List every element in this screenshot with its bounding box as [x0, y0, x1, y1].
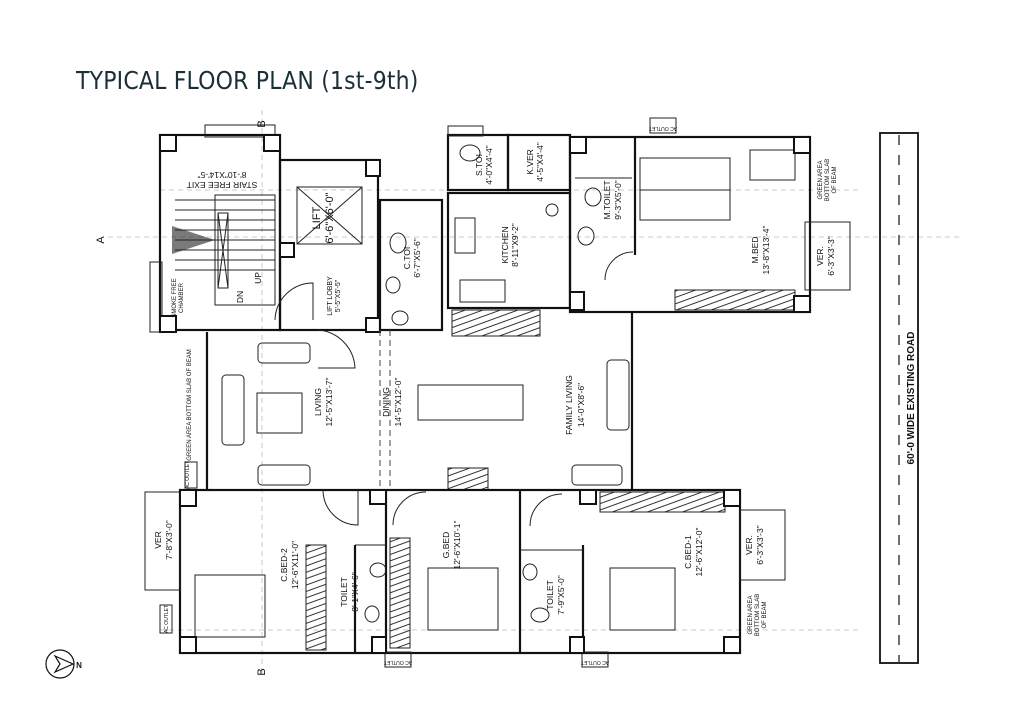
ver-cbed1-size: 6'-3"X3'-3"	[755, 525, 765, 565]
living-dining-area	[184, 312, 634, 491]
section-marker-b-top: B	[256, 120, 268, 127]
ver-mbed-size: 6'-3"X3'-3"	[826, 236, 836, 276]
ac-outlet-label-living: AC OUTLET	[185, 461, 191, 489]
toilet-1-label: TOILET	[339, 577, 349, 607]
compass-label: N	[76, 661, 82, 670]
c-bed1-label: C.BED-1	[683, 535, 693, 569]
s-toi-label: S.TOI	[474, 154, 484, 176]
smoke-chamber-label-2: CHAMBER	[179, 282, 185, 313]
lift-core	[274, 158, 444, 333]
k-ver-size: 4'-5"X4'-4"	[535, 142, 545, 182]
ver-cbed2-label: VER	[153, 531, 163, 548]
s-toi-size: 4'-0"X4'-4"	[484, 145, 494, 185]
green-area-label-2: BOTTOM SLAB	[825, 159, 831, 202]
toilet-2-label: TOILET	[545, 580, 555, 610]
family-living-label: FAMILY LIVING	[564, 375, 574, 435]
lift-lobby-label: LIFT LOBBY	[327, 276, 334, 316]
ver-mbed-label: VER.	[815, 246, 825, 266]
c-bed2-label: C.BED-2	[279, 548, 289, 582]
road	[879, 132, 919, 664]
stair-label: STAIR FREE EXIT	[187, 180, 258, 190]
c-toi-size: 6'-7"X5'-6"	[412, 238, 422, 278]
toilet-2-size: 7'-9"X5'-0"	[556, 575, 566, 615]
k-ver-label: K.VER	[525, 149, 535, 175]
family-living-size: 14'-0"X8'-6"	[576, 383, 586, 427]
c-bed1-size: 12'-6"X12'-0"	[694, 528, 704, 577]
master-bed-block	[568, 117, 851, 314]
ver-cbed2-size: 7'-8"X3'-0"	[164, 520, 174, 560]
ac-outlet-label-top: AC OUTLET	[649, 125, 677, 131]
north-compass-icon	[45, 649, 75, 679]
dining-label: DINING	[381, 387, 391, 417]
living-size: 12'-5"X13'-7"	[324, 378, 334, 427]
bedrooms-block	[144, 488, 786, 668]
green-area-bottom-label-3: OF BEAM	[762, 601, 768, 628]
section-marker-b-bottom: B	[256, 668, 268, 675]
dining-size: 14'-5"X12'-0"	[393, 378, 403, 427]
c-toi-label: C.TOI	[402, 247, 412, 270]
lift-lobby-size: 5'-5"X5'-5"	[335, 279, 342, 312]
green-area-bottom-label-2: BOTTOM SLAB	[755, 594, 761, 637]
c-bed2-size: 12'-6"X11'-0"	[290, 541, 300, 589]
m-bed-size: 13'-8"X13'-4"	[761, 226, 771, 275]
m-bed-label: M.BED	[750, 237, 760, 264]
section-marker-a: A	[95, 236, 107, 244]
ac-outlet-label-gbed: AC OUTLET	[384, 659, 412, 665]
stair-size: 8'-10"X14'-5"	[198, 170, 247, 180]
green-area-label-1: GREEN AREA	[818, 160, 824, 199]
kitchen-block	[446, 125, 572, 337]
road-label: 60'-0 WIDE EXISTING ROAD	[906, 332, 917, 465]
lift-size: 6'-6"X6'-0"	[324, 192, 336, 243]
green-area-bottom-label-1: GREEN AREA	[748, 595, 754, 634]
m-toilet-size: 9'-3"X5'-0"	[613, 180, 623, 220]
room-labels: STAIR FREE EXIT 8'-10"X14'-5" LIFT 6'-6"…	[153, 125, 917, 665]
ver-cbed1-label: VER.	[744, 535, 754, 555]
toilet-1-size: 8'-1"X4'-6"	[350, 572, 360, 612]
smoke-chamber-label: SMOKE FREE	[172, 278, 178, 317]
green-area-label-3: OF BEAM	[832, 166, 838, 193]
stair-down-label: DN	[235, 291, 245, 303]
stair-block	[149, 124, 282, 333]
lift-label: LIFT	[311, 206, 323, 229]
kitchen-label: KITCHEN	[500, 226, 510, 263]
living-label: LIVING	[313, 388, 323, 416]
green-area-left-label: GREEN AREA BOTTOM SLAB OF BEAM	[187, 349, 193, 461]
stair-up-label: UP	[253, 272, 263, 284]
ac-outlet-label-cbed2: AC OUTLET	[164, 605, 170, 633]
m-toilet-label: M.TOILET	[602, 180, 612, 219]
g-bed-size: 12'-6"X10'-1"	[452, 521, 462, 570]
page-title: TYPICAL FLOOR PLAN (1st-9th)	[76, 66, 419, 95]
g-bed-label: G.BED	[441, 532, 451, 558]
ac-outlet-label-cbed1: AC OUTLET	[581, 659, 609, 665]
kitchen-size: 8'-11"X9'-2"	[510, 223, 520, 267]
